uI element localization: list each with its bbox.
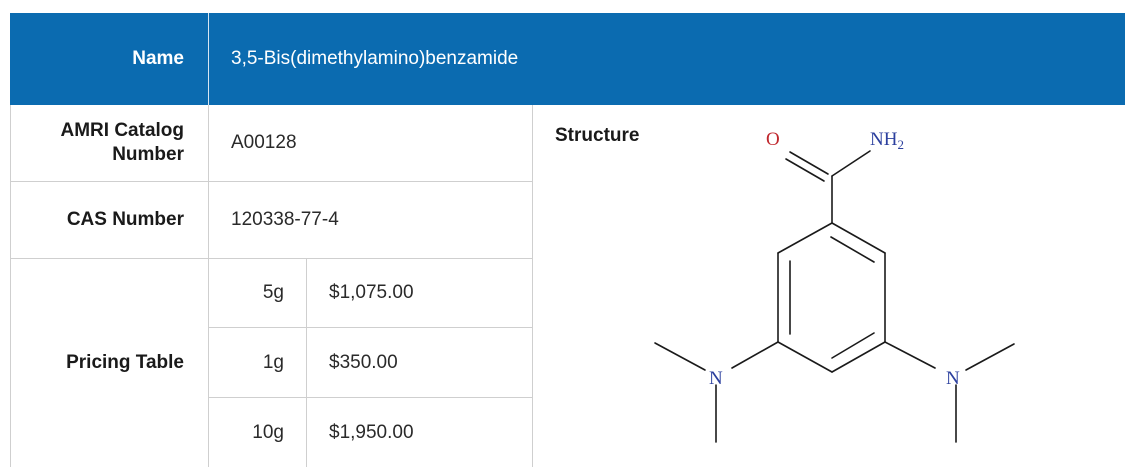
price-value: $1,075.00	[329, 282, 414, 303]
vertical-divider-qty	[306, 258, 307, 467]
bond-c-n	[831, 150, 871, 177]
chemical-structure: O NH2 N N	[654, 129, 1015, 443]
price-value: $350.00	[329, 351, 398, 373]
bond-c-o-1	[789, 151, 829, 175]
vertical-divider-left	[10, 105, 11, 467]
price-row-divider-2	[208, 397, 533, 398]
atom-nh2: NH2	[870, 129, 904, 152]
product-name: 3,5-Bis(dimethylamino)benzamide	[231, 48, 519, 69]
ring-double-bond	[830, 236, 875, 263]
ring-bond	[831, 341, 886, 373]
row-divider-1	[10, 181, 533, 182]
cas-label: CAS Number	[66, 209, 184, 230]
atom-oxygen: O	[766, 129, 780, 150]
atom-nitrogen-right: N	[946, 368, 960, 389]
pricing-label: Pricing Table	[66, 352, 184, 373]
price-value: $1,950.00	[329, 421, 414, 443]
row-divider-2	[10, 258, 533, 259]
price-quantity: 5g	[262, 282, 284, 303]
ring-double-bond	[831, 332, 875, 359]
bond-c-o-2	[785, 158, 825, 182]
catalog-value: A00128	[231, 132, 297, 153]
vertical-divider-right	[532, 105, 533, 467]
atom-nitrogen-left: N	[709, 368, 723, 389]
vertical-divider-main	[208, 105, 209, 467]
price-quantity: 10g	[252, 421, 284, 443]
ring-bond	[831, 222, 886, 254]
cas-value: 120338-77-4	[231, 209, 339, 230]
catalog-label: AMRI Catalog Number	[60, 120, 185, 165]
name-label: Name	[132, 48, 184, 69]
atom-nh-subscript: 2	[897, 137, 904, 152]
bond-n-methyl	[654, 342, 706, 371]
bond-n-methyl	[965, 343, 1015, 371]
header-divider	[208, 13, 209, 105]
ring-bond	[777, 222, 833, 254]
header-bar	[10, 13, 1125, 105]
price-quantity: 1g	[262, 351, 284, 373]
structure-label: Structure	[555, 125, 640, 146]
ring-bond	[777, 341, 833, 373]
bond-ring-n-left	[731, 341, 779, 369]
price-row-divider-1	[208, 327, 533, 328]
atom-nh: NH	[870, 129, 898, 150]
bond-ring-n-right	[884, 341, 936, 369]
